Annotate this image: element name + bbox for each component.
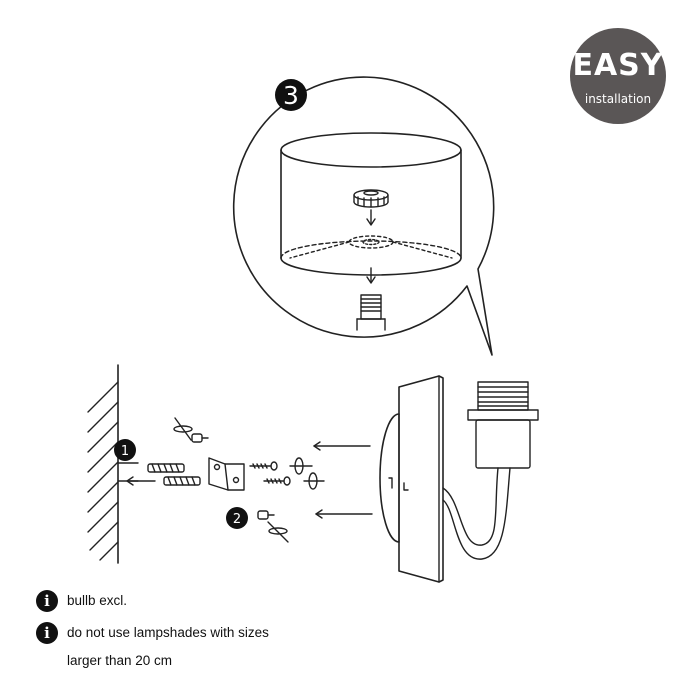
arrow-left-icon [126,476,156,486]
step-3-marker: 3 [275,79,307,111]
step-3-label: 3 [283,81,299,110]
screwdriver-icon [303,472,325,490]
arrow-down-icon [366,267,376,284]
note-text: do not use lampshades with sizes larger … [67,625,269,668]
wall-plate [398,375,444,583]
badge-title: EASY [572,48,664,83]
screw [249,461,278,471]
note-bulb: i bullb excl. [36,590,127,615]
screw [263,476,291,486]
mounting-bracket [208,457,245,491]
step-1-marker: 1 [114,439,136,461]
easy-installation-badge: EASY installation [570,28,666,124]
wall-plug [147,463,185,473]
canopy [379,413,409,543]
arrow-down-icon [366,209,376,226]
screwdriver-icon [173,417,193,441]
step-2-marker: 2 [226,507,248,529]
arrow-left-icon [313,441,371,451]
arrow-left-icon [315,509,373,519]
small-screw [257,510,275,520]
info-icon: i [36,590,58,612]
note-text: bullb excl. [67,593,128,608]
ring-nut [353,189,389,208]
wall-plug [163,476,201,486]
screwdriver-icon [289,457,313,475]
socket-thread [356,294,386,331]
step-1-label: 1 [121,444,129,459]
detail-bubble [232,76,495,356]
lampshade [280,132,462,276]
lamp-socket [467,381,539,469]
screwdriver-icon [267,521,289,543]
info-icon: i [36,622,58,644]
wall [87,364,119,564]
step-2-label: 2 [233,512,241,527]
lamp-arm [442,467,511,560]
small-screw [191,433,209,443]
note-lampshade: i do not use lampshades with sizes large… [36,622,269,675]
badge-subtitle: installation [584,92,652,106]
